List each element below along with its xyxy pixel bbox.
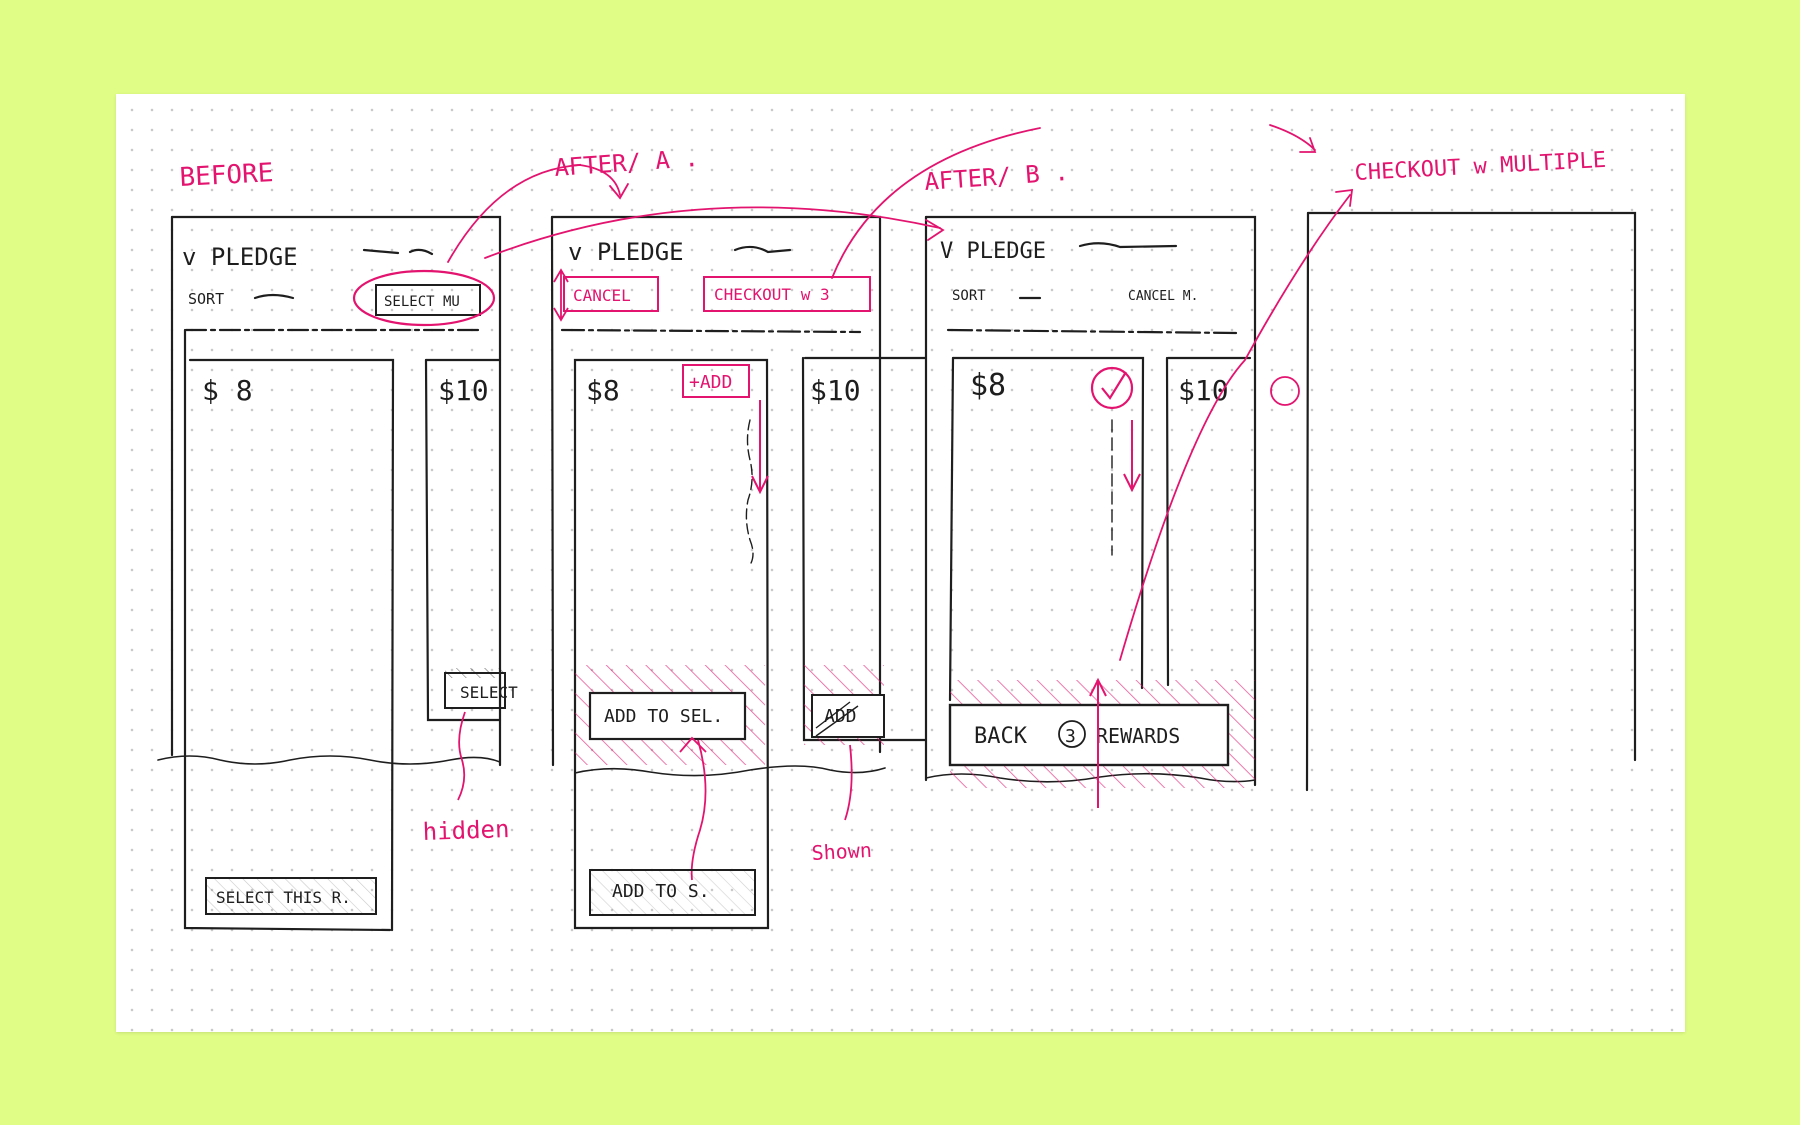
before-select-right-label: SELECT — [460, 683, 518, 702]
after-a-add-to-s-button[interactable]: ADD TO S. — [589, 869, 756, 916]
rewards-count-badge — [1058, 720, 1086, 748]
after-a-add-right-label: ADD — [824, 706, 857, 727]
after-b-price-left: $8 — [970, 368, 1006, 403]
panel-after-a — [550, 215, 927, 930]
shown-pointer-line — [844, 744, 853, 821]
label-before: BEFORE — [179, 158, 274, 193]
after-b-scroll-arrow — [1123, 420, 1141, 493]
after-b-sort-label: SORT — [952, 288, 986, 304]
after-a-cancel-button[interactable]: CANCEL — [563, 276, 659, 312]
after-a-pledge-title: v PLEDGE — [568, 238, 684, 266]
height-marker — [553, 268, 569, 322]
after-b-back-label: BACK — [974, 724, 1028, 749]
after-a-pointer-line — [690, 739, 707, 881]
after-a-add-badge[interactable]: +ADD — [682, 364, 750, 398]
after-a-price-right: $10 — [810, 374, 861, 407]
after-b-price-right: $10 — [1178, 374, 1229, 407]
label-checkout-multiple: CHECKOUT w MULTIPLE — [1354, 148, 1607, 186]
after-a-pointer-arrowhead — [679, 736, 707, 753]
before-select-right-button[interactable]: SELECT — [444, 668, 518, 709]
connector-arrows — [447, 124, 1354, 661]
label-after-a: AFTER/ A . — [553, 144, 699, 182]
after-a-add-badge-label: +ADD — [689, 372, 732, 393]
before-price-left: $ 8 — [202, 374, 253, 407]
panel-checkout-multiple — [1305, 211, 1637, 792]
after-a-add-to-s-label: ADD TO S. — [612, 881, 710, 902]
before-price-right: $10 — [438, 374, 489, 407]
label-after-b: AFTER/ B . — [923, 158, 1069, 196]
hidden-pointer-line — [457, 711, 466, 801]
panel-before — [157, 215, 502, 932]
after-a-add-to-sel-label: ADD TO SEL. — [604, 706, 723, 727]
panel-after-b — [924, 215, 1257, 787]
before-pledge-title: v PLEDGE — [182, 243, 298, 271]
highlight-circle — [352, 269, 496, 327]
after-b-back-rewards-button[interactable]: BACK 3 REWARDS — [948, 703, 1230, 767]
after-a-checkout-button[interactable]: CHECKOUT w 3 — [703, 276, 871, 312]
before-select-this-reward-button[interactable]: SELECT THIS R. — [205, 877, 377, 915]
after-b-rewards-label: REWARDS — [1096, 724, 1180, 748]
after-b-up-arrow — [1089, 677, 1107, 808]
scroll-arrow — [751, 400, 769, 495]
after-b-empty-check-badge[interactable] — [1270, 376, 1300, 406]
after-a-price-left: $8 — [586, 374, 620, 407]
after-a-checkout-label: CHECKOUT w 3 — [714, 285, 830, 304]
checkmark-icon — [1101, 371, 1127, 400]
before-select-multiple-label: SELECT MU — [384, 294, 460, 310]
after-b-cancel-multiple-label[interactable]: CANCEL M. — [1128, 289, 1198, 304]
after-a-cancel-label: CANCEL — [573, 286, 631, 305]
before-note-hidden: hidden — [422, 815, 510, 846]
before-select-this-label: SELECT THIS R. — [216, 888, 351, 907]
after-a-add-to-selection-button[interactable]: ADD TO SEL. — [588, 691, 747, 741]
after-b-check-badge[interactable] — [1090, 366, 1134, 410]
after-a-add-right-button[interactable]: ADD — [811, 694, 885, 738]
before-select-multiple-button[interactable]: SELECT MU — [352, 269, 496, 327]
after-b-back-count: 3 — [1065, 726, 1076, 747]
before-sort-label: SORT — [188, 290, 224, 308]
after-a-note-shown: Shown — [811, 838, 872, 865]
after-b-pledge-title: V PLEDGE — [940, 239, 1046, 264]
